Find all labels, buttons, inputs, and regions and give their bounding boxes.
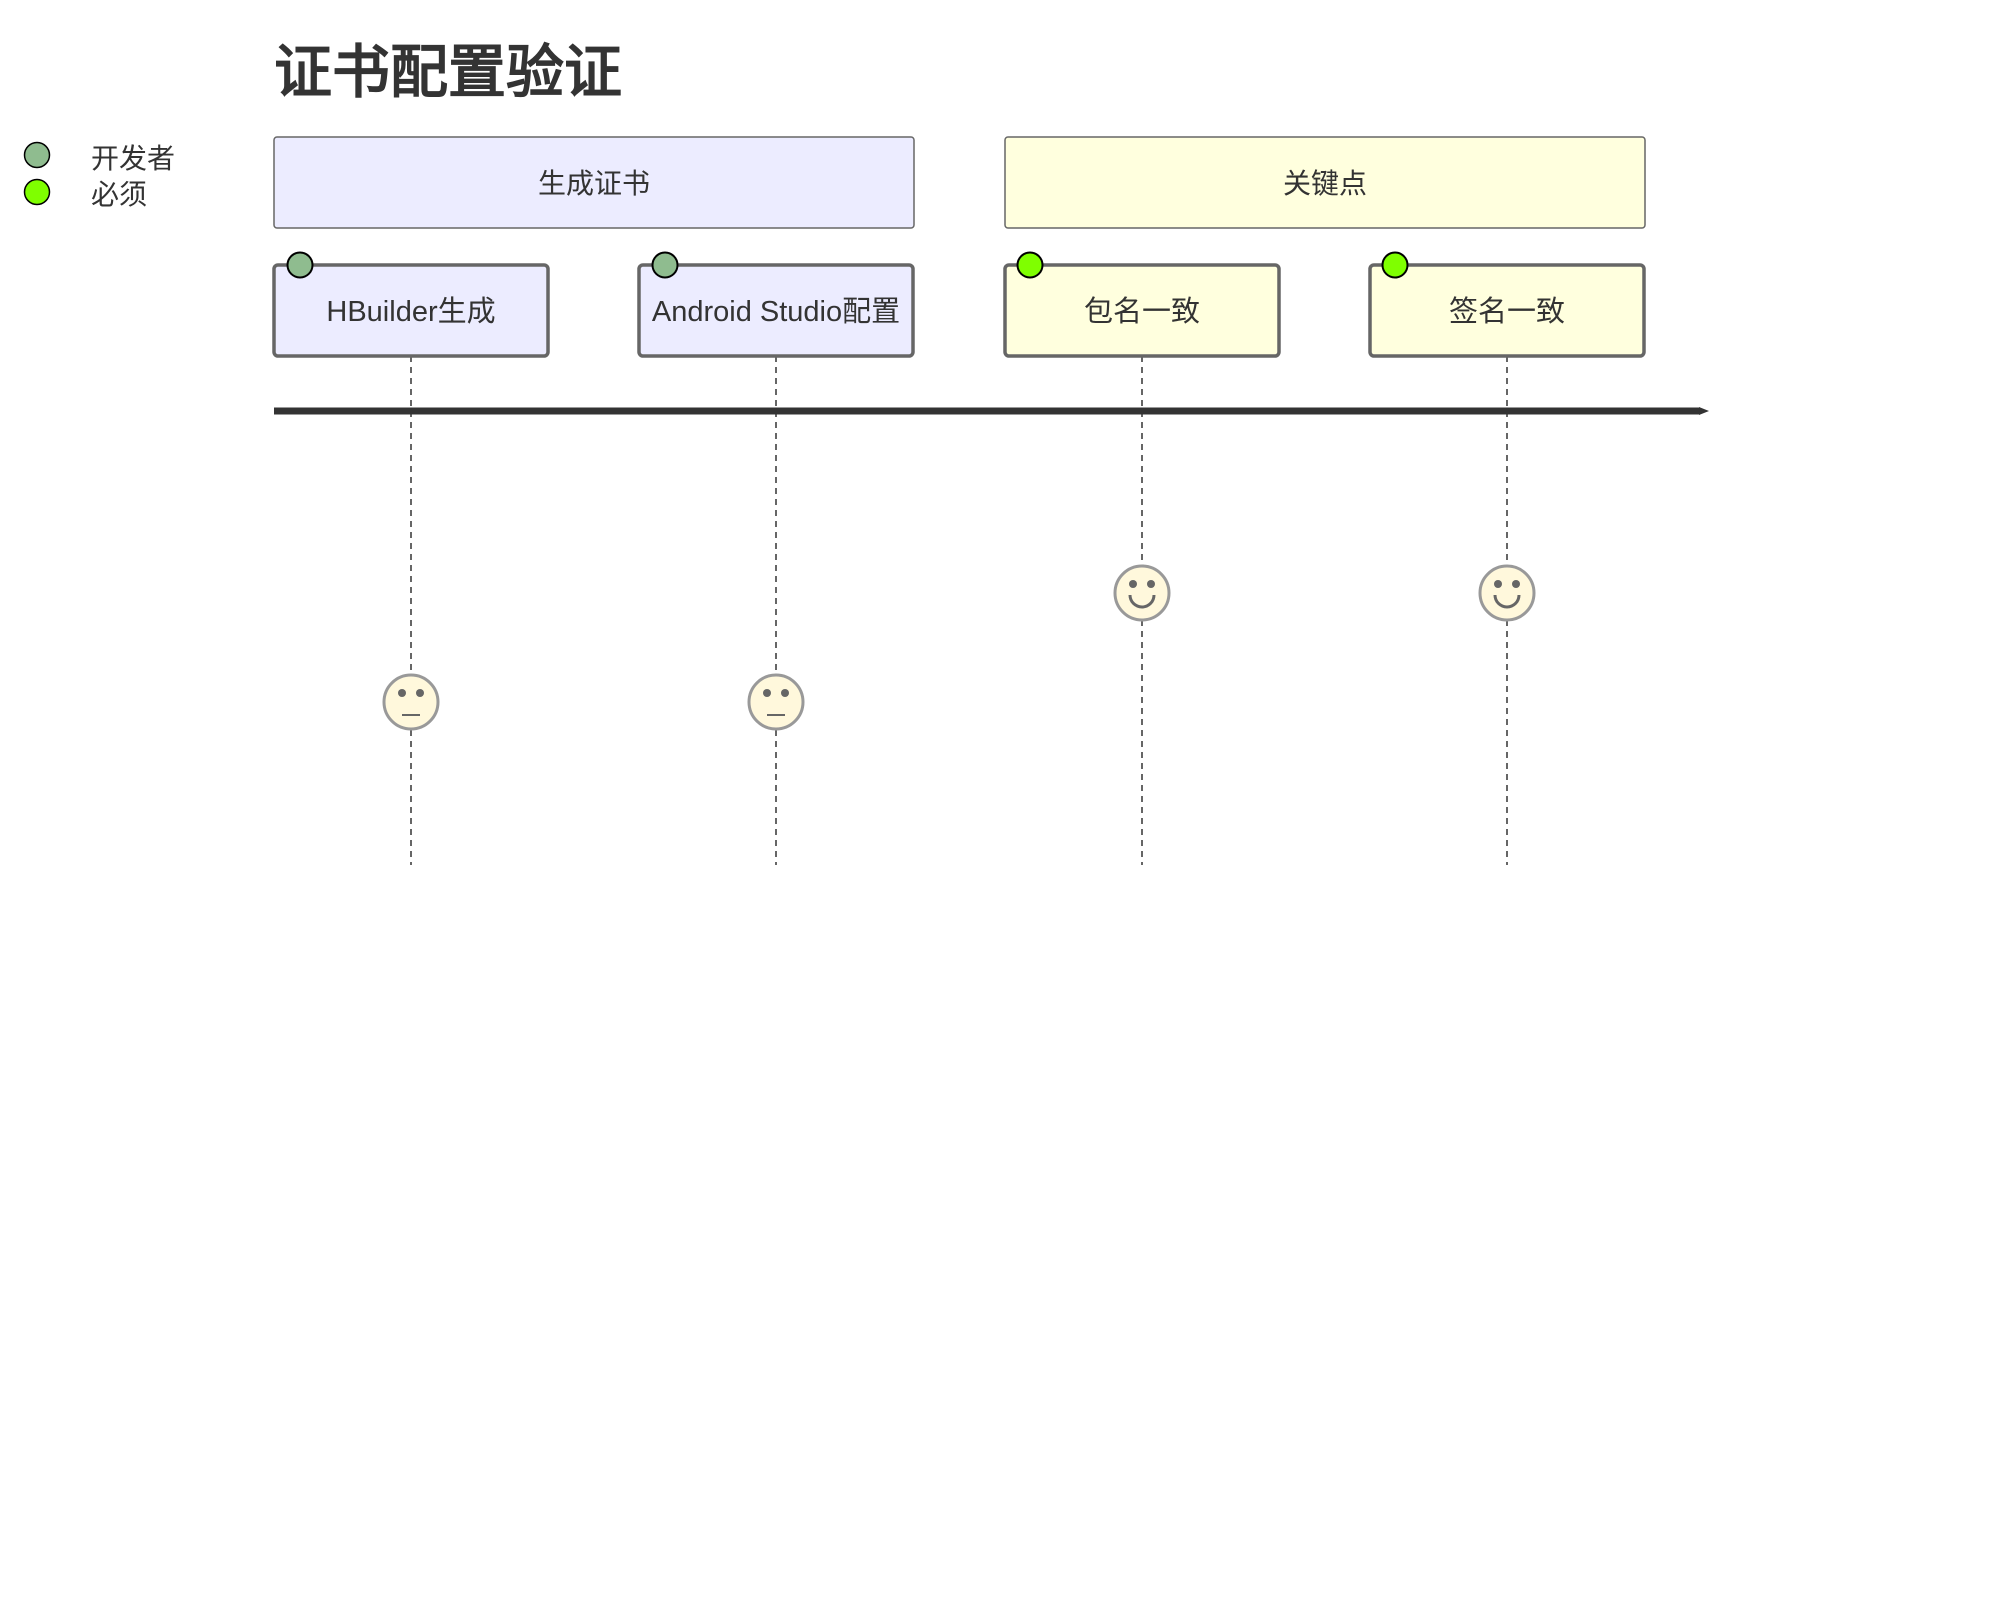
- task-label: HBuilder生成: [326, 295, 495, 328]
- legend-label: 开发者: [91, 142, 175, 175]
- face-eye: [781, 689, 789, 697]
- face-icon-happy: [1478, 564, 1536, 622]
- face-circle: [382, 673, 440, 731]
- section-label: 关键点: [1283, 167, 1367, 200]
- face-eye: [398, 689, 406, 697]
- actor-dot-icon: [23, 141, 51, 169]
- face-mouth: [1493, 594, 1521, 609]
- face-icon-happy: [1113, 564, 1171, 622]
- section-label: 生成证书: [538, 167, 650, 200]
- face-eye: [1512, 580, 1520, 588]
- task-lines: [410, 356, 1508, 865]
- task-box: 签名一致: [1368, 251, 1646, 358]
- task-rect: [272, 263, 550, 358]
- legend-label: 必须: [91, 178, 147, 211]
- section-header: 生成证书: [273, 136, 915, 229]
- face-eye: [1494, 580, 1502, 588]
- face-mouth: [1128, 594, 1156, 609]
- task-rect: [1003, 263, 1281, 358]
- face-icon-neutral: [382, 673, 440, 731]
- legend-item: 必须: [23, 178, 147, 211]
- actor-dot-icon: [286, 251, 314, 279]
- actor-dot-icon: [1381, 251, 1409, 279]
- task-box: HBuilder生成: [272, 251, 550, 358]
- section-header: 关键点: [1004, 136, 1646, 229]
- face-eye: [1129, 580, 1137, 588]
- face-icon-neutral: [747, 673, 805, 731]
- legend-item: 开发者: [23, 141, 175, 175]
- legend: 开发者 必须: [23, 141, 175, 211]
- diagram-title: 证书配置验证: [274, 38, 622, 106]
- face-eye: [416, 689, 424, 697]
- actor-dot-icon: [1016, 251, 1044, 279]
- task-label: 签名一致: [1449, 295, 1565, 328]
- task-rect: [637, 263, 915, 358]
- task-label: Android Studio配置: [652, 296, 900, 328]
- actor-dot-icon: [651, 251, 679, 279]
- face-circle: [747, 673, 805, 731]
- section-box: [1004, 136, 1646, 229]
- task-label: 包名一致: [1084, 295, 1200, 328]
- face-circle: [1478, 564, 1536, 622]
- actor-dot-icon: [23, 178, 51, 206]
- task-box: 包名一致: [1003, 251, 1281, 358]
- face-eye: [763, 689, 771, 697]
- face-circle: [1113, 564, 1171, 622]
- section-box: [273, 136, 915, 229]
- task-box: Android Studio配置: [637, 251, 915, 358]
- face-eye: [1147, 580, 1155, 588]
- task-rect: [1368, 263, 1646, 358]
